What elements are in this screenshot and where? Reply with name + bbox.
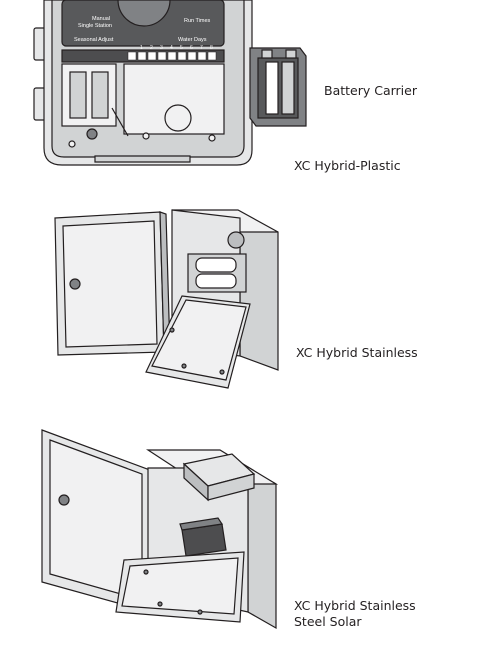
station-number-5: 5 bbox=[180, 45, 183, 51]
xc-hybrid-plastic-label: XC Hybrid-Plastic bbox=[294, 158, 401, 173]
station-number-3: 3 bbox=[160, 45, 163, 51]
station-number-6: 6 bbox=[190, 45, 193, 51]
dial bbox=[117, 0, 171, 27]
panel-water-days-label: Water Days bbox=[178, 37, 207, 43]
battery-carrier-illustration bbox=[249, 47, 307, 127]
xc-hybrid-stainless-steel-solar-label-line2: Steel Solar bbox=[294, 614, 362, 629]
panel-run-times-label: Run Times bbox=[184, 18, 211, 24]
plastic-controller-illustration: 1 2 3 4 5 6 7 8 bbox=[33, 0, 253, 166]
station-number-4: 4 bbox=[170, 45, 173, 51]
station-number-8: 8 bbox=[210, 45, 213, 51]
xc-hybrid-stainless-label: XC Hybrid Stainless bbox=[296, 345, 418, 360]
panel-manual-label: Manual bbox=[92, 16, 111, 22]
station-number-7: 7 bbox=[200, 45, 203, 51]
station-number-1: 1 bbox=[140, 45, 143, 51]
xc-hybrid-stainless-steel-solar-label-line1: XC Hybrid Stainless bbox=[294, 598, 416, 613]
conduit-knockout bbox=[164, 104, 192, 132]
panel-single-station-label: Single Station bbox=[78, 23, 112, 29]
battery-carrier-label: Battery Carrier bbox=[324, 83, 417, 98]
panel-seasonal-adjust-label: Seasonal Adjust bbox=[74, 37, 114, 43]
station-number-2: 2 bbox=[150, 45, 153, 51]
